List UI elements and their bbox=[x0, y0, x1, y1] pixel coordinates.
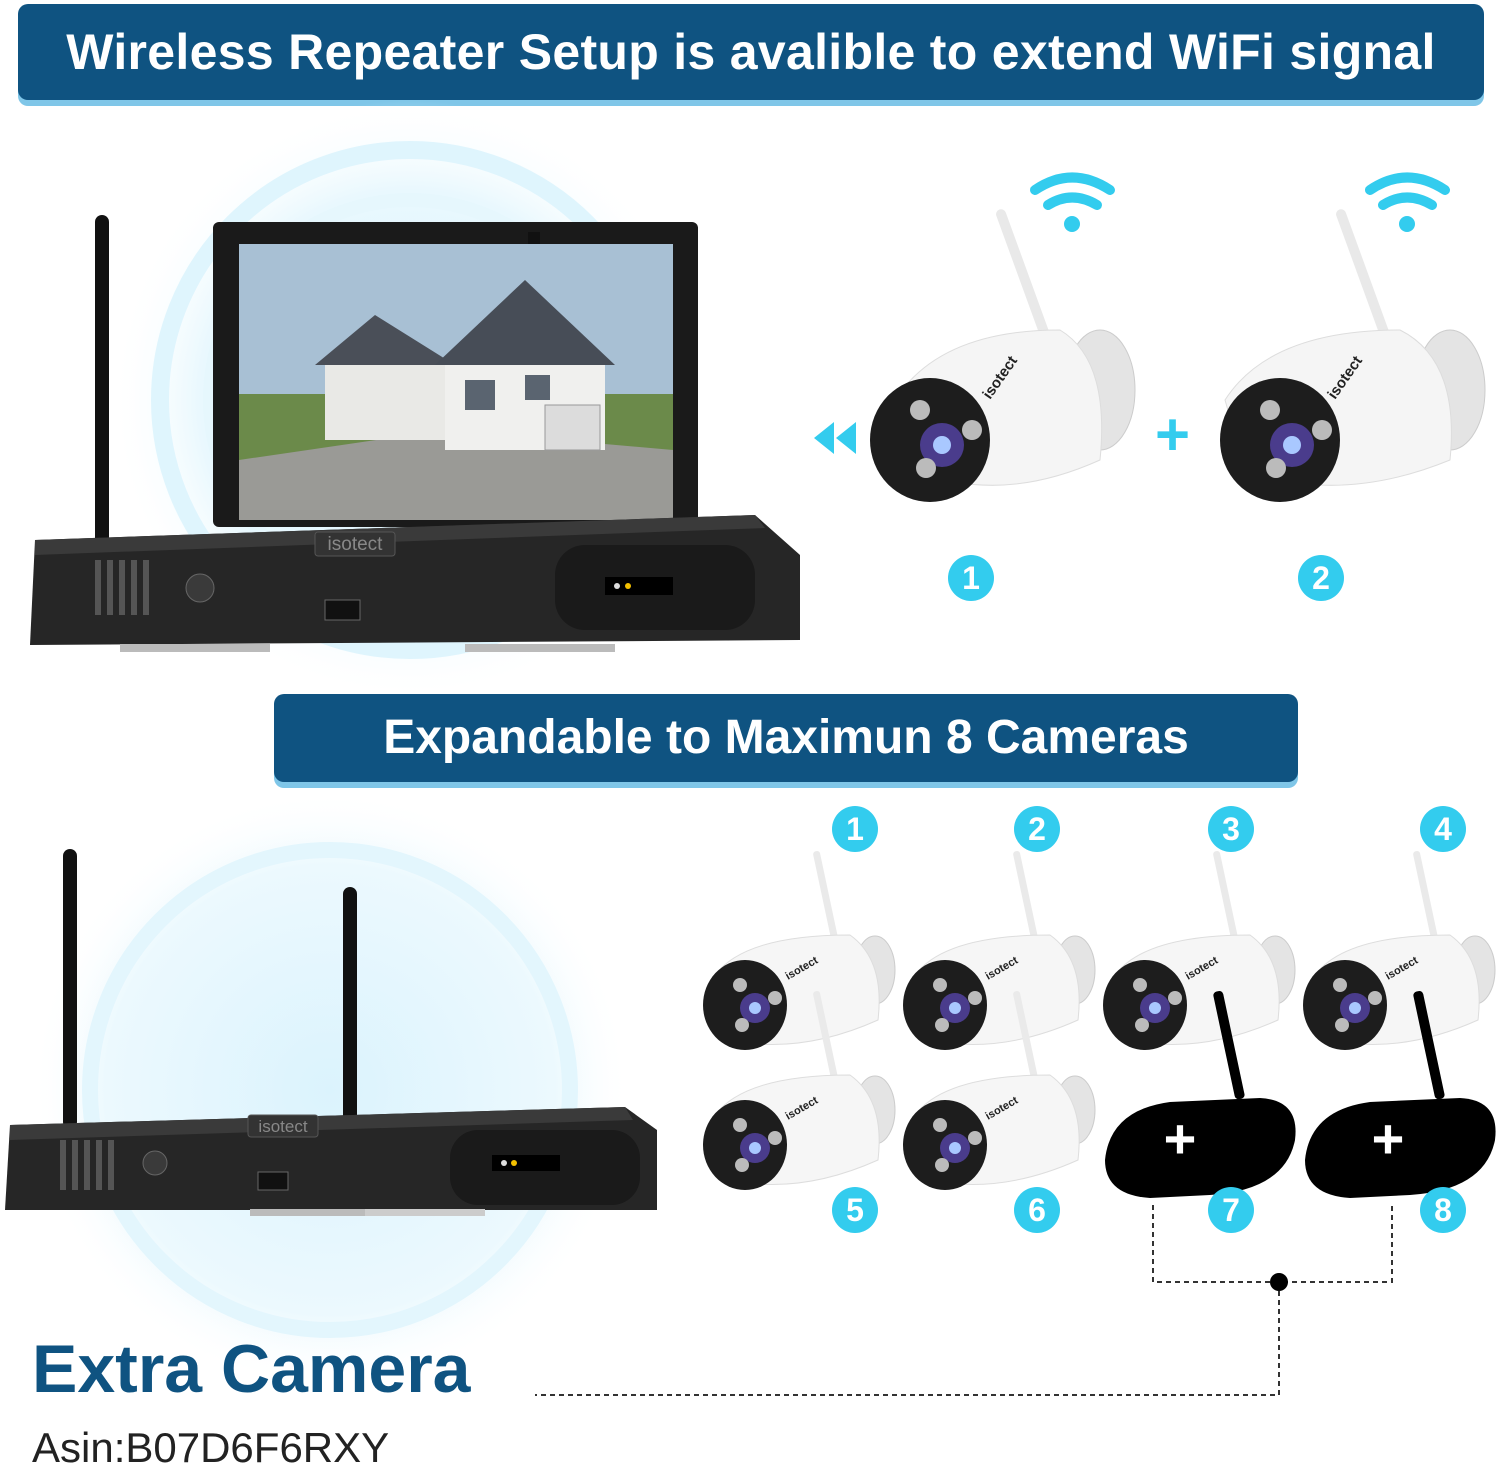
svg-text:isotect: isotect bbox=[258, 1117, 307, 1136]
plus-icon: + bbox=[1372, 1107, 1405, 1170]
asin-label: Asin:B07D6F6RXY bbox=[32, 1424, 390, 1471]
camera-number-2: 2 bbox=[1014, 806, 1060, 852]
nvr-monitor-device: isotect bbox=[30, 215, 800, 652]
camera-number-top-1: 1 bbox=[948, 555, 994, 601]
banner-repeater-setup: Wireless Repeater Setup is avalible to e… bbox=[18, 4, 1484, 100]
bottom-camera-3: isotect bbox=[1103, 851, 1296, 1050]
camera-top-2: isotect bbox=[1220, 172, 1486, 502]
camera-number-top-2: 2 bbox=[1298, 555, 1344, 601]
camera-top-1: isotect bbox=[870, 172, 1136, 502]
camera-number-8: 8 bbox=[1420, 1187, 1466, 1233]
bottom-camera-5: isotect bbox=[703, 991, 896, 1190]
nvr-device: isotect bbox=[5, 849, 657, 1216]
camera-number-5: 5 bbox=[832, 1187, 878, 1233]
bottom-camera-1: isotect bbox=[703, 851, 896, 1050]
bottom-camera-6: isotect bbox=[903, 991, 1096, 1190]
camera-number-1: 1 bbox=[832, 806, 878, 852]
bottom-camera-7: + bbox=[1105, 991, 1296, 1198]
camera-number-7: 7 bbox=[1208, 1187, 1254, 1233]
signal-rings-bottom bbox=[30, 790, 630, 1390]
camera-number-6: 6 bbox=[1014, 1187, 1060, 1233]
extra-camera-title: Extra Camera bbox=[32, 1331, 471, 1407]
camera-number-3: 3 bbox=[1208, 806, 1254, 852]
svg-text:isotect: isotect bbox=[328, 534, 384, 555]
banner-expandable: Expandable to Maximun 8 Cameras bbox=[274, 694, 1298, 782]
bottom-camera-2: isotect bbox=[903, 851, 1096, 1050]
plus-icon-top: + bbox=[1155, 401, 1191, 468]
bottom-camera-4: isotect bbox=[1303, 851, 1496, 1050]
plus-icon: + bbox=[1164, 1107, 1197, 1170]
camera-number-4: 4 bbox=[1420, 806, 1466, 852]
bottom-camera-8: + bbox=[1305, 991, 1496, 1198]
arrow-left-icon bbox=[814, 422, 856, 454]
